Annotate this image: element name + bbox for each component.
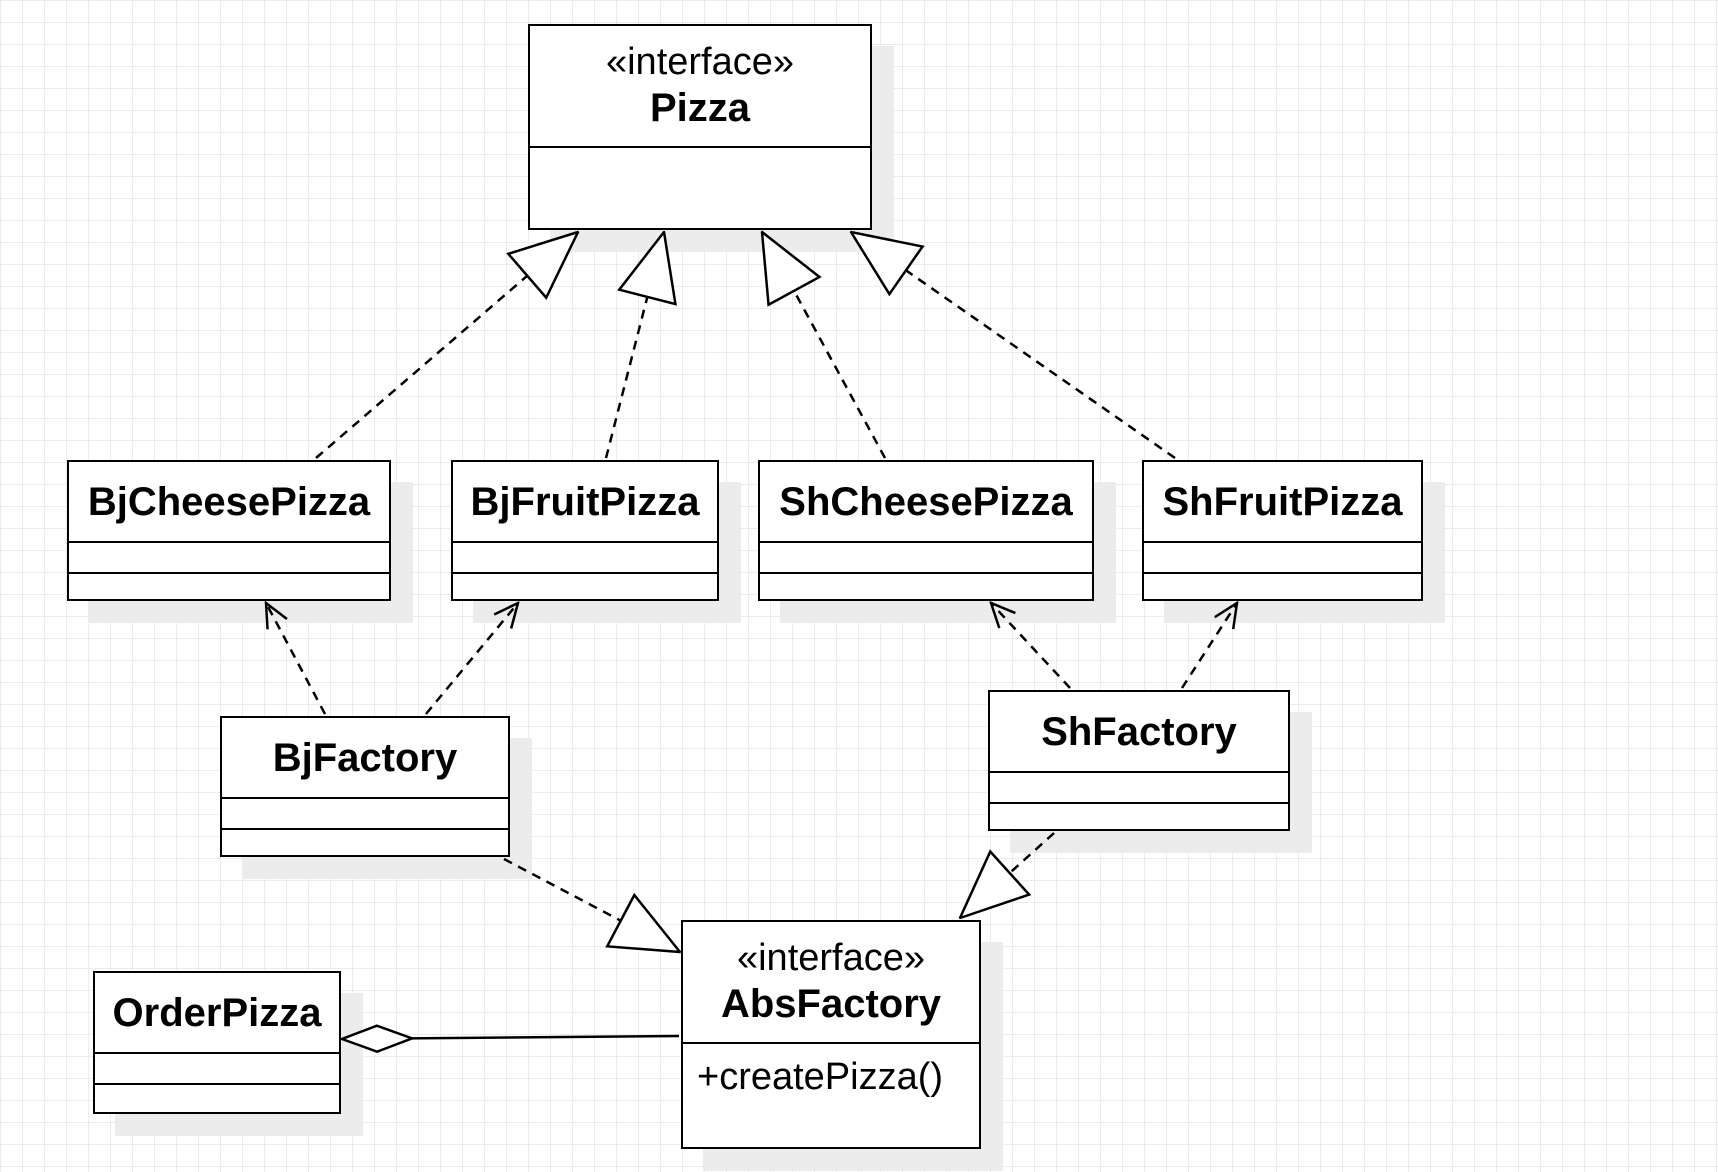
class-pizza-header: «interface» Pizza — [530, 26, 870, 148]
bj-cheese-pizza-header: BjCheesePizza — [69, 462, 389, 543]
dependency-bj-factory-to-bj-fruit — [425, 603, 518, 715]
sh-factory-operations — [990, 804, 1288, 829]
realization-sh-cheese-to-pizza — [762, 232, 887, 459]
bj-fruit-pizza-header: BjFruitPizza — [453, 462, 717, 543]
dependency-sh-factory-to-sh-cheese — [991, 603, 1071, 689]
sh-fruit-pizza-attributes — [1144, 543, 1421, 574]
order-pizza-attributes — [95, 1054, 339, 1085]
realization-bj-factory-to-abs-factory — [503, 857, 680, 952]
abs-factory-name: AbsFactory — [720, 981, 942, 1026]
sh-cheese-pizza-operations — [760, 574, 1092, 599]
realization-sh-fruit-to-pizza — [851, 232, 1176, 460]
dependency-sh-factory-to-sh-fruit — [1180, 603, 1237, 689]
sh-fruit-pizza-name: ShFruitPizza — [1162, 479, 1403, 524]
class-bj-cheese-pizza[interactable]: BjCheesePizza — [67, 460, 391, 601]
class-pizza[interactable]: «interface» Pizza — [528, 24, 872, 230]
sh-fruit-pizza-header: ShFruitPizza — [1144, 462, 1421, 543]
sh-cheese-pizza-header: ShCheesePizza — [760, 462, 1092, 543]
class-bj-factory[interactable]: BjFactory — [220, 716, 510, 857]
class-sh-fruit-pizza[interactable]: ShFruitPizza — [1142, 460, 1423, 601]
class-sh-factory[interactable]: ShFactory — [988, 690, 1290, 831]
realization-bj-fruit-to-pizza — [604, 232, 664, 459]
class-abs-factory[interactable]: «interface» AbsFactory +createPizza() — [681, 920, 981, 1149]
bj-cheese-pizza-name: BjCheesePizza — [87, 479, 371, 524]
sh-factory-name: ShFactory — [1041, 709, 1237, 754]
bj-factory-operations — [222, 830, 508, 855]
bj-fruit-pizza-operations — [453, 574, 717, 599]
create-pizza-operation: +createPizza() — [697, 1056, 944, 1098]
sh-cheese-pizza-name: ShCheesePizza — [779, 479, 1073, 524]
bj-fruit-pizza-attributes — [453, 543, 717, 574]
pizza-attributes — [530, 148, 870, 228]
abs-factory-operations: +createPizza() — [683, 1044, 979, 1147]
pizza-stereotype: «interface» — [605, 41, 794, 84]
abs-factory-header: «interface» AbsFactory — [683, 922, 979, 1044]
bj-factory-attributes — [222, 799, 508, 830]
bj-factory-name: BjFactory — [272, 735, 458, 780]
class-sh-cheese-pizza[interactable]: ShCheesePizza — [758, 460, 1094, 601]
class-order-pizza[interactable]: OrderPizza — [93, 971, 341, 1114]
pizza-name: Pizza — [649, 85, 751, 130]
sh-cheese-pizza-attributes — [760, 543, 1092, 574]
aggregation-abs-factory-to-order-pizza — [342, 1036, 680, 1039]
bj-cheese-pizza-operations — [69, 574, 389, 599]
abs-factory-stereotype: «interface» — [736, 937, 925, 980]
order-pizza-header: OrderPizza — [95, 973, 339, 1054]
sh-factory-attributes — [990, 773, 1288, 804]
dependency-bj-factory-to-bj-cheese — [266, 603, 327, 715]
class-bj-fruit-pizza[interactable]: BjFruitPizza — [451, 460, 719, 601]
realization-bj-cheese-to-pizza — [315, 232, 578, 459]
realization-sh-factory-to-abs-factory — [960, 832, 1055, 918]
order-pizza-name: OrderPizza — [112, 990, 322, 1035]
order-pizza-operations — [95, 1085, 339, 1112]
bj-factory-header: BjFactory — [222, 718, 508, 799]
bj-cheese-pizza-attributes — [69, 543, 389, 574]
bj-fruit-pizza-name: BjFruitPizza — [470, 479, 700, 524]
sh-fruit-pizza-operations — [1144, 574, 1421, 599]
sh-factory-header: ShFactory — [990, 692, 1288, 773]
